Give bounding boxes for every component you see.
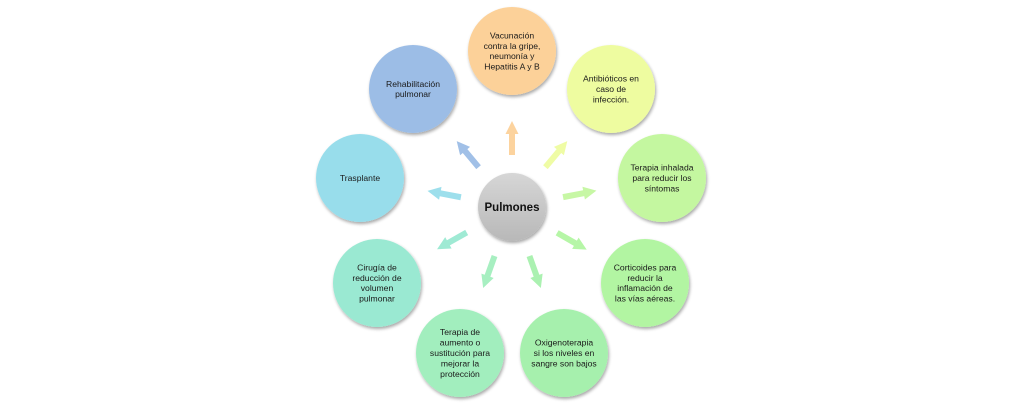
arrow-cirugia — [437, 229, 469, 250]
node-label-line: inflamación de — [617, 283, 673, 293]
arrow-terapia-aumento — [481, 254, 498, 289]
node-label-line: las vías aéreas. — [615, 294, 675, 304]
node-circle-antibioticos — [567, 45, 655, 133]
node-circle-terapia-aumento — [416, 309, 504, 397]
center-circle — [478, 173, 546, 241]
arrow-group — [427, 121, 597, 289]
node-label-line: Terapia inhalada — [630, 163, 693, 173]
node-label-line: Oxigenoterapia — [535, 338, 594, 348]
node-label-line: mejorar la — [441, 358, 479, 368]
node-circle-oxigenoterapia — [520, 309, 608, 397]
node-trasplante: Trasplante — [316, 134, 404, 222]
node-label-line: volumen — [361, 283, 394, 293]
node-label-line: pulmonar — [359, 294, 395, 304]
center-label: Pulmones — [485, 202, 540, 214]
node-circle-rehabilitacion — [369, 45, 457, 133]
node-label-line: reducir la — [627, 273, 663, 283]
arrow-vacunacion — [505, 121, 519, 155]
arrow-antibioticos — [543, 141, 568, 170]
node-circle-corticoides — [601, 239, 689, 327]
arrow-oxigenoterapia — [526, 254, 543, 289]
node-circle-terapia-inhalada — [618, 134, 706, 222]
node-label-line: infección. — [593, 94, 629, 104]
node-label-line: pulmonar — [395, 89, 431, 99]
node-label-line: aumento o — [440, 338, 481, 348]
node-label-line: Vacunación — [490, 30, 534, 40]
node-label-line: Terapia de — [440, 327, 480, 337]
node-label-line: caso de — [596, 84, 626, 94]
node-label-line: Antibióticos en — [583, 74, 639, 84]
node-label-line: para reducir los — [632, 173, 691, 183]
node-label-line: Rehabilitación — [386, 79, 440, 89]
node-label-line: Hepatitis A y B — [484, 62, 540, 72]
arrow-trasplante — [427, 186, 462, 201]
node-label-line: sustitución para — [430, 348, 490, 358]
center-node: Pulmones — [478, 173, 546, 241]
node-label-line: neumonía y — [490, 51, 536, 61]
node-label-line: reducción de — [352, 273, 401, 283]
node-label-line: Trasplante — [340, 173, 381, 183]
arrow-corticoides — [555, 230, 587, 250]
node-label-line: Corticoides para — [614, 262, 677, 272]
node-label-line: si los niveles en — [534, 348, 595, 358]
node-circle-vacunacion — [468, 7, 556, 95]
node-label-line: contra la gripe, — [484, 41, 541, 51]
node-label-line: sangre son bajos — [531, 358, 596, 368]
node-label-line: síntomas — [645, 183, 680, 193]
node-label-trasplante: Trasplante — [340, 173, 381, 183]
node-circle-cirugia — [333, 239, 421, 327]
arrow-terapia-inhalada — [562, 186, 597, 201]
arrow-rehabilitacion — [456, 141, 481, 170]
node-label-line: Cirugía de — [357, 262, 397, 272]
node-circle-trasplante — [316, 134, 404, 222]
node-label-line: protección — [440, 369, 480, 379]
